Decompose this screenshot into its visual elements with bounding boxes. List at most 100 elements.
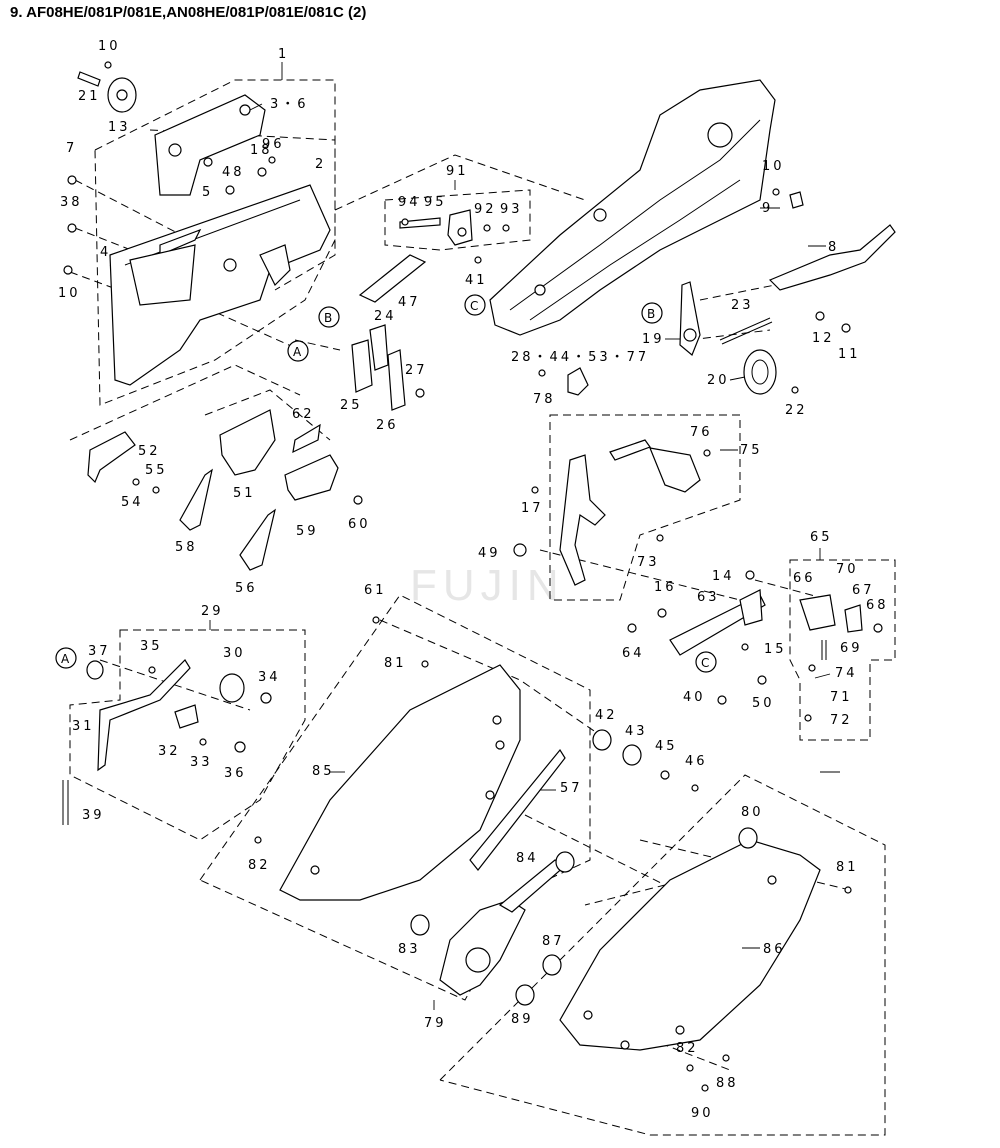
part-label-55: 55 (145, 463, 168, 478)
part-label-56: 56 (235, 581, 258, 596)
part-label-81a: 81 (384, 656, 407, 671)
part-label-31: 31 (72, 719, 95, 734)
part-label-45: 45 (655, 739, 678, 754)
part-label-64: 64 (622, 646, 645, 661)
part-label-15: 15 (764, 642, 787, 657)
part-label-60: 60 (348, 517, 371, 532)
callout-circles: B A C B C A (55, 294, 717, 673)
part-label-20: 20 (707, 373, 730, 388)
part-label-26: 26 (376, 418, 399, 433)
part-label-22: 22 (785, 403, 808, 418)
part-label-58: 58 (175, 540, 198, 555)
part-label-80: 80 (741, 805, 764, 820)
callout-b-1: B (324, 311, 332, 325)
part-label-75: 75 (740, 443, 763, 458)
part-label-86: 86 (763, 942, 786, 957)
callout-c-1: C (470, 299, 478, 313)
part-label-76: 76 (690, 425, 713, 440)
part-label-3-6: 3・6 (270, 97, 309, 112)
part-label-92: 92 (474, 202, 497, 217)
part-label-18: 18 (250, 143, 273, 158)
part-label-46: 46 (685, 754, 708, 769)
lever-8 (768, 224, 896, 291)
part-label-54: 54 (121, 495, 144, 510)
part-label-70: 70 (836, 562, 859, 577)
part-label-32: 32 (158, 744, 181, 759)
part-label-48: 48 (222, 165, 245, 180)
part-label-49: 49 (478, 546, 501, 561)
part-label-10b: 10 (58, 286, 81, 301)
part-label-78: 78 (533, 392, 556, 407)
part-label-5: 5 (202, 185, 213, 200)
part-label-11: 11 (838, 347, 861, 362)
part-label-8: 8 (828, 240, 839, 255)
cover-85 (279, 664, 521, 901)
part-label-2: 2 (315, 157, 326, 172)
part-label-85: 85 (312, 764, 335, 779)
part-label-41: 41 (465, 273, 488, 288)
part-label-88: 88 (716, 1076, 739, 1091)
part-label-14: 14 (712, 569, 735, 584)
callout-b-2: B (647, 307, 655, 321)
part-label-23: 23 (731, 298, 754, 313)
part-label-37: 37 (88, 644, 111, 659)
watermark-text: FUJIN (410, 561, 565, 610)
part-label-50: 50 (752, 696, 775, 711)
part-label-83: 83 (398, 942, 421, 957)
part-label-40: 40 (683, 690, 706, 705)
part-label-1: 1 (278, 47, 289, 62)
lever-31 (97, 659, 191, 772)
callout-a-1: A (293, 345, 302, 359)
part-label-47: 47 (398, 295, 421, 310)
part-label-36: 36 (224, 766, 247, 781)
part-labels: 1 2 3・6 4 5 7 8 9 10 10 10 11 12 13 14 1… (58, 39, 886, 1121)
part-label-87: 87 (542, 934, 565, 949)
part-label-89: 89 (511, 1012, 534, 1027)
part-label-67: 67 (852, 583, 875, 598)
part-label-29: 29 (201, 604, 224, 619)
part-label-28-group: 28・44・53・77 (511, 350, 649, 365)
main-frame (489, 79, 776, 336)
bracket-79 (439, 899, 526, 996)
part-label-42: 42 (595, 708, 618, 723)
label-leaders (209, 62, 840, 1010)
part-label-59: 59 (296, 524, 319, 539)
pulley-20 (743, 349, 777, 395)
part-label-84: 84 (516, 851, 539, 866)
part-label-7: 7 (66, 141, 77, 156)
part-label-90: 90 (691, 1106, 714, 1121)
slide-63 (669, 594, 766, 656)
part-label-39: 39 (82, 808, 105, 823)
part-label-72: 72 (830, 713, 853, 728)
part-label-19: 19 (642, 332, 665, 347)
part-label-96: 96 (262, 137, 285, 152)
part-label-4: 4 (100, 245, 111, 260)
part-label-9: 9 (762, 201, 773, 216)
part-label-81b: 81 (836, 860, 859, 875)
part-label-35: 35 (140, 639, 163, 654)
part-label-63: 63 (697, 590, 720, 605)
part-label-12: 12 (812, 331, 835, 346)
part-label-82a: 82 (248, 858, 271, 873)
bracket-3-6 (154, 94, 266, 196)
part-label-94: 94 (398, 195, 421, 210)
part-label-73: 73 (637, 555, 660, 570)
part-label-43: 43 (625, 724, 648, 739)
part-label-93: 93 (500, 202, 523, 217)
part-label-51: 51 (233, 486, 256, 501)
part-drawings (62, 71, 896, 1051)
part-label-79: 79 (424, 1016, 447, 1031)
part-label-17: 17 (521, 501, 544, 516)
part-label-21: 21 (78, 89, 101, 104)
part-label-82b: 82 (676, 1041, 699, 1056)
part-label-69: 69 (840, 641, 863, 656)
plate-47 (358, 254, 427, 303)
part-label-61: 61 (364, 583, 387, 598)
part-label-16: 16 (654, 580, 677, 595)
part-label-38: 38 (60, 195, 83, 210)
part-label-27: 27 (405, 363, 428, 378)
part-label-13: 13 (108, 120, 131, 135)
part-label-62: 62 (292, 407, 315, 422)
fasteners (63, 61, 883, 1092)
